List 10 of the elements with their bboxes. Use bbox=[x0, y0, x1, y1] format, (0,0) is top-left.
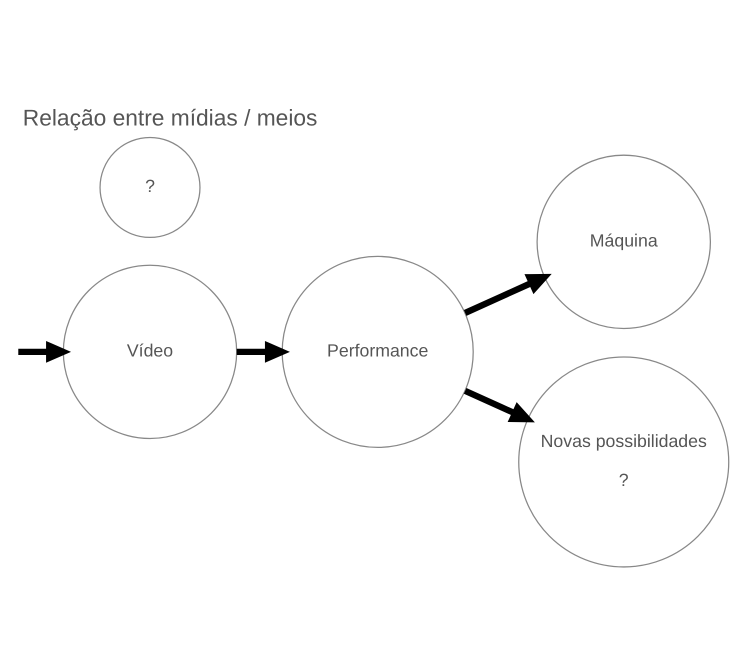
node-circle: Máquina bbox=[536, 154, 712, 330]
node-circle: Novas possibilidades ? bbox=[518, 356, 730, 568]
node-circle: ? bbox=[99, 136, 201, 238]
arrow bbox=[464, 274, 552, 316]
arrow bbox=[236, 340, 290, 363]
diagram-title: Relação entre mídias / meios bbox=[22, 104, 318, 130]
arrow bbox=[18, 340, 72, 363]
node-circle: Vídeo bbox=[62, 264, 238, 440]
arrow bbox=[464, 388, 535, 422]
node-circle: Performance bbox=[282, 256, 474, 448]
